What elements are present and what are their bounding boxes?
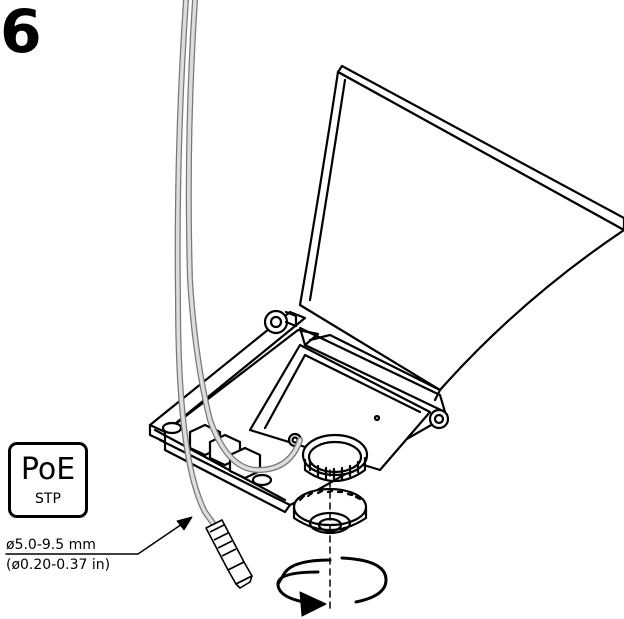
cable-diameter-mm: ø5.0-9.5 mm (6, 537, 96, 553)
poe-badge-title: PoE (20, 452, 76, 487)
poe-badge: PoE STP (8, 442, 88, 518)
rotation-arrow-icon (276, 556, 388, 617)
bracket-bolt-right (428, 408, 450, 430)
network-plug-icon (205, 519, 253, 589)
cable-entry-port (287, 432, 369, 482)
bracket-bolt-left (263, 309, 298, 335)
speaker-horn (298, 64, 624, 392)
network-cable (174, 0, 303, 548)
leader-arrow-icon (5, 516, 193, 555)
cable-diameter-in: (ø0.20-0.37 in) (6, 557, 111, 573)
step-number: 6 (0, 0, 42, 67)
poe-badge-subtitle: STP (35, 491, 61, 507)
